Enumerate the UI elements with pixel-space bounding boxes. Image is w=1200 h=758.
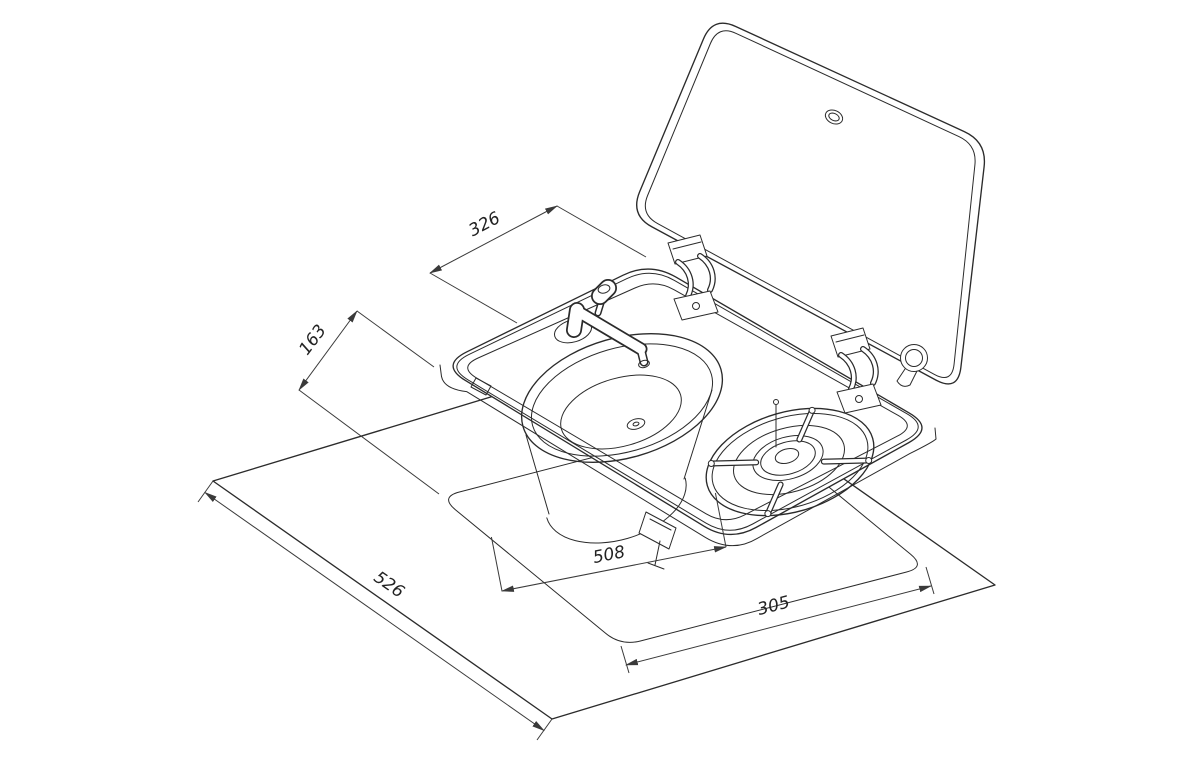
drain-hole <box>626 418 646 430</box>
dimension-163: 163 <box>295 310 440 495</box>
support-arm-left-face <box>709 460 758 466</box>
bowl-rim-inner <box>530 343 714 457</box>
clamp-screw-bar <box>647 562 665 570</box>
burner-cap-outer <box>752 435 824 481</box>
unit-corner-tick-left <box>439 364 442 377</box>
latch-hook <box>896 368 918 387</box>
ext-line <box>298 389 440 495</box>
dimension-label-305: 305 <box>756 592 792 619</box>
lid-inner-edge <box>644 30 976 378</box>
ext-line <box>490 536 503 592</box>
lid-latch <box>896 344 928 387</box>
ext-line <box>620 645 630 674</box>
dimension-label-326: 326 <box>466 208 504 241</box>
faucet-spout-mouth <box>638 359 650 369</box>
hinge-rear-arm-b-face <box>861 347 878 385</box>
lid-outline <box>636 22 986 385</box>
clamp-screw <box>654 540 661 566</box>
burner-bowl-ring <box>733 424 845 496</box>
support-tip-left <box>707 460 715 467</box>
support-arm-back-face <box>797 408 814 442</box>
burner-pot-support <box>707 406 873 518</box>
lid-hole-inner <box>828 112 840 122</box>
hinge-rear-screw <box>855 395 863 403</box>
drain-hole-center <box>632 421 640 427</box>
bowl-floor <box>560 374 682 450</box>
dimension-line-163 <box>298 310 358 391</box>
ext-line <box>714 492 727 548</box>
latch-knob <box>905 349 923 367</box>
faucet <box>553 302 650 369</box>
dimension-label-508: 508 <box>591 542 627 568</box>
hinge-front <box>667 234 719 321</box>
dimension-526: 526 <box>197 480 553 741</box>
dimension-line-526 <box>204 491 545 732</box>
electrode-tip <box>773 399 779 405</box>
hinge-rear-arm-a-face <box>839 353 856 391</box>
ext-line <box>197 480 214 503</box>
latch-ring <box>900 344 928 372</box>
hinge-rear-lid-plate-line <box>835 334 865 343</box>
faucet-arm-face <box>572 306 646 354</box>
clamp-plate-line <box>649 518 672 531</box>
sink-hob-unit <box>439 268 937 570</box>
unit-underside-edge <box>441 376 937 547</box>
bowl-rim-outer <box>520 333 724 463</box>
tub-side-right <box>683 389 713 480</box>
ext-line <box>356 310 435 368</box>
support-tip-front <box>764 510 772 518</box>
burner-cap-center <box>774 448 800 464</box>
support-arm-front-face <box>766 482 783 516</box>
hinge-rear-rim-plate <box>836 383 882 414</box>
glass-lid <box>636 22 986 387</box>
faucet-knob <box>591 279 617 317</box>
faucet-spout-face <box>638 347 647 365</box>
unit-corner-tick-right <box>934 427 937 440</box>
knob-body-face <box>592 280 616 304</box>
hinge-front-rim-plate <box>673 290 719 321</box>
burner-ring-inner <box>711 412 869 512</box>
ignition-electrode <box>773 399 779 448</box>
ext-line <box>925 566 935 595</box>
ext-line <box>556 205 647 258</box>
unit-rim-edge <box>456 272 919 531</box>
dimension-label-526: 526 <box>370 567 408 602</box>
knob-cap <box>597 284 611 294</box>
burner-cap-mid <box>760 440 816 476</box>
dimension-line-326 <box>429 205 558 274</box>
hinge-front-screw <box>692 302 700 310</box>
clamp-plate <box>638 511 677 550</box>
rim-fixing-tab <box>470 377 492 396</box>
support-arm-right-face <box>822 458 871 464</box>
tub-bottom-arc <box>546 477 687 544</box>
hinge-rear <box>830 327 882 414</box>
tub-side-left <box>525 434 550 515</box>
hinge-front-lid-plate-line <box>672 241 702 250</box>
hinge-front-arm-a-face <box>676 260 693 298</box>
dimension-line-305 <box>624 585 933 666</box>
ext-line <box>429 272 518 324</box>
lid-hole <box>824 109 844 125</box>
support-tip-right <box>865 457 873 464</box>
unit-rim-inner <box>467 283 908 521</box>
dimension-305: 305 <box>620 566 935 674</box>
ext-line <box>536 718 553 741</box>
gas-burner <box>705 399 875 518</box>
support-tip-back <box>808 406 816 414</box>
hinge-front-arm-b-face <box>698 254 715 292</box>
dimension-line-508 <box>500 546 728 592</box>
sink-bowl <box>520 333 724 544</box>
